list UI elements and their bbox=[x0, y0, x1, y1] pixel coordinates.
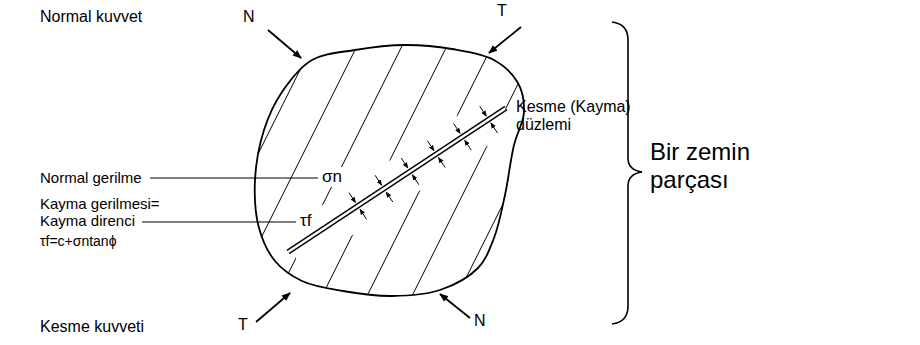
force-symbol: N bbox=[474, 312, 486, 330]
formula: τf=c+σntanϕ bbox=[40, 233, 117, 249]
force-symbol: N bbox=[243, 8, 255, 26]
stress-symbol: σn bbox=[320, 167, 344, 187]
force-label: Kesme kuvveti bbox=[40, 318, 144, 336]
plane-clear-band bbox=[279, 92, 517, 268]
normal-force-arrow bbox=[440, 294, 470, 318]
shear-force-arrow bbox=[489, 27, 521, 53]
force-symbol: T bbox=[238, 316, 248, 334]
figure-title: Bir zemin parçası bbox=[650, 138, 780, 193]
stress-arrow bbox=[412, 175, 419, 185]
hatch-line bbox=[170, 0, 335, 330]
plane-line bbox=[289, 110, 507, 254]
force-symbol: T bbox=[497, 2, 507, 20]
leader-line bbox=[150, 178, 318, 179]
stress-arrow bbox=[491, 123, 498, 133]
stress-arrow bbox=[427, 141, 434, 151]
soil-outline bbox=[255, 45, 524, 296]
stress-arrow bbox=[375, 175, 382, 185]
plane-line bbox=[287, 106, 505, 250]
brace bbox=[612, 22, 642, 324]
stress-arrow bbox=[480, 106, 487, 116]
normal-stress-arrows bbox=[349, 106, 497, 219]
stress-arrow bbox=[349, 193, 356, 203]
stress-arrow bbox=[386, 192, 393, 202]
stress-arrow bbox=[360, 209, 367, 219]
stress-label: Normal gerilme bbox=[40, 169, 142, 186]
leader-line bbox=[142, 222, 296, 223]
stress-arrow bbox=[438, 157, 445, 167]
stress-arrow bbox=[465, 140, 472, 150]
shear-force-arrow bbox=[256, 293, 290, 322]
shear-plane bbox=[287, 106, 507, 253]
plane-label: Kesme (Kayma) düzlemi bbox=[516, 98, 648, 135]
stress-arrow bbox=[401, 158, 408, 168]
hatch-line bbox=[440, 0, 605, 330]
stress-label: Kayma gerilmesi= Kayma direnci bbox=[40, 195, 180, 230]
stress-symbol: τf bbox=[298, 211, 313, 231]
force-label: Normal kuvvet bbox=[40, 8, 142, 26]
normal-force-arrow bbox=[268, 30, 301, 58]
stress-arrow bbox=[454, 123, 461, 133]
hatch-lines bbox=[170, 0, 650, 330]
